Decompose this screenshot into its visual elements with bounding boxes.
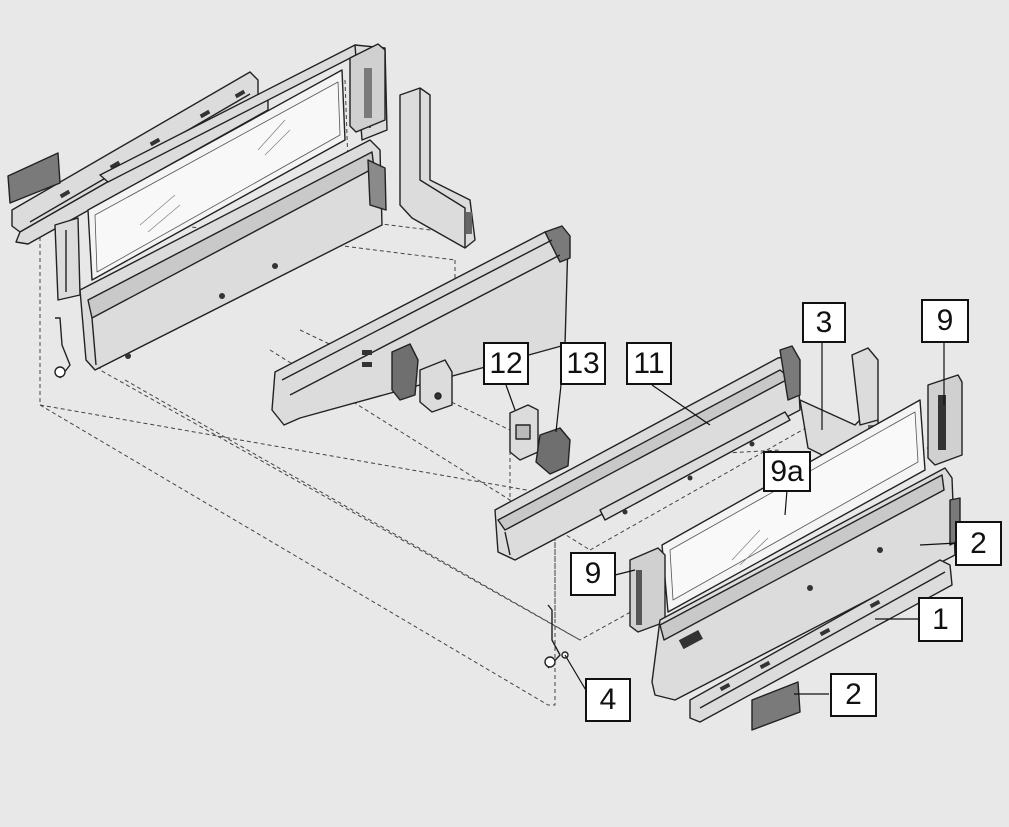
back-left-front-bracket [54,217,81,379]
label-2-right: 2 [955,521,1002,566]
label-3: 3 [802,302,846,343]
back-l-element [399,87,476,249]
right-rear-end-cap [927,374,963,466]
back-left-rear-cap [349,43,386,133]
connector-12 [509,404,539,461]
label-9-top: 9 [921,299,969,343]
label-2-bottom: 2 [830,673,877,717]
connector-13 [535,427,571,475]
back-left-glass-panel [87,69,346,281]
label-4: 4 [585,678,631,722]
label-1: 1 [918,597,963,642]
rear-panel [271,225,571,426]
back-left-cover-cap [7,152,61,204]
front-left-bracket [544,604,569,669]
label-9-front: 9 [570,552,616,596]
right-cover-cap [751,681,801,731]
front-panel [494,345,801,561]
label-13: 13 [560,342,606,385]
right-runner [689,559,953,723]
right-drawer-side [651,467,961,701]
label-11: 11 [626,342,672,385]
rear-connector-light [419,359,453,413]
rear-connector-dark [391,343,419,401]
back-left-drawer-side [79,139,387,371]
label-12: 12 [483,342,529,385]
leader-lines [505,341,958,695]
front-panel-underrail [599,411,791,521]
right-glass-panel [661,399,926,613]
label-9a: 9a [763,451,811,492]
